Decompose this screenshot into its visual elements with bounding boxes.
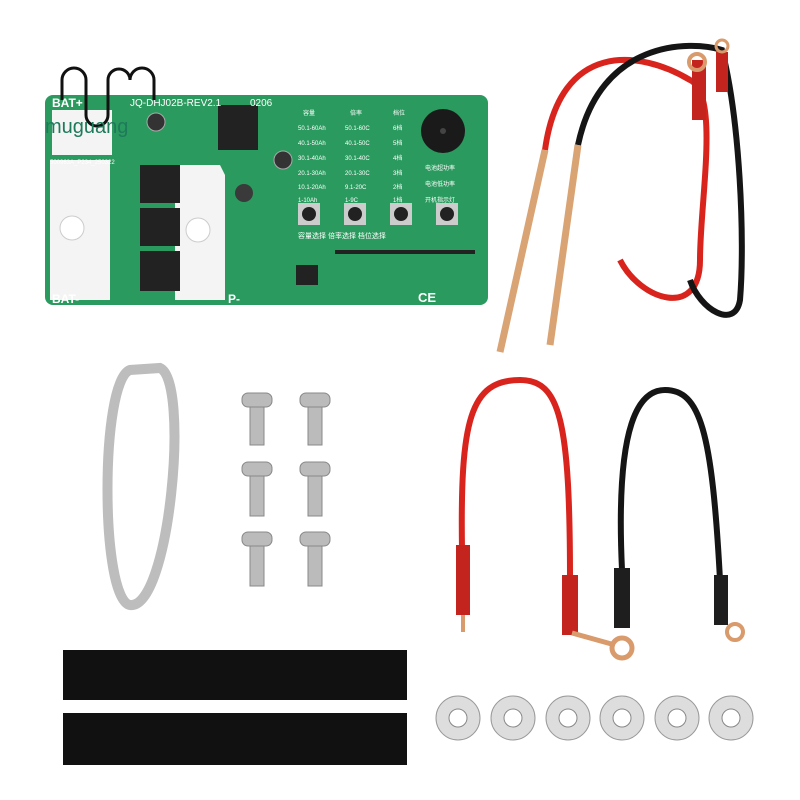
svg-text:4档: 4档 (393, 154, 402, 162)
svg-text:10.1-20Ah: 10.1-20Ah (298, 185, 326, 191)
red-cable (456, 376, 635, 661)
svg-text:50.1-60Ah: 50.1-60Ah (298, 126, 326, 132)
svg-text:倍率: 倍率 (350, 109, 362, 117)
capacity-column: 容量 50.1-60Ah 40.1-50Ah 30.1-40Ah 20.1-30… (298, 109, 326, 204)
svg-text:档位: 档位 (393, 109, 405, 117)
watermark-text: muguang (45, 116, 128, 138)
svg-text:30.1-40C: 30.1-40C (345, 156, 370, 162)
spot-welder-pcb: BAT+ BAT- P- JQ-DHJ02B-REV2.1 0206 50096… (45, 95, 488, 306)
gear-column: 档位 6档 5档 4档 3档 2档 1档 (393, 109, 405, 204)
svg-text:开机指示灯: 开机指示灯 (425, 196, 455, 204)
bat-plus-label: BAT+ (52, 96, 83, 110)
svg-text:容量: 容量 (303, 109, 315, 117)
svg-text:5档: 5档 (393, 139, 402, 147)
svg-text:2档: 2档 (393, 183, 402, 191)
welding-pens (496, 38, 745, 353)
mosfets (140, 105, 258, 291)
model-label: JQ-DHJ02B-REV2.1 (130, 98, 222, 109)
button-labels: 容量选择 倍率选择 档位选择 (298, 231, 386, 240)
svg-text:1档: 1档 (393, 196, 402, 204)
svg-text:40.1-50Ah: 40.1-50Ah (298, 141, 326, 147)
svg-text:6档: 6档 (393, 124, 402, 132)
serial-label: 500963A_P234_250322 (50, 160, 115, 166)
svg-text:电池超功率: 电池超功率 (425, 164, 455, 172)
svg-text:50.1-60C: 50.1-60C (345, 126, 370, 132)
flange-nuts (435, 695, 754, 741)
screws (241, 392, 331, 587)
ce-mark: CE (418, 290, 436, 305)
svg-text:20.1-30Ah: 20.1-30Ah (298, 171, 326, 177)
svg-text:40.1-50C: 40.1-50C (345, 141, 370, 147)
black-cable (614, 386, 745, 642)
nickel-strip-roll (102, 362, 180, 610)
rate-column: 倍率 50.1-60C 40.1-50C 30.1-40C 20.1-30C 9… (345, 109, 370, 204)
svg-text:3档: 3档 (393, 169, 402, 177)
bat-minus-label: BAT- (52, 292, 79, 306)
svg-text:20.1-30C: 20.1-30C (345, 171, 370, 177)
svg-text:30.1-40Ah: 30.1-40Ah (298, 156, 326, 162)
svg-text:电池低功率: 电池低功率 (425, 180, 455, 188)
heat-shrink-strip (63, 650, 407, 700)
svg-text:1-9C: 1-9C (345, 198, 359, 204)
code-label: 0206 (250, 98, 273, 109)
heat-shrink-strip (63, 713, 407, 765)
svg-text:1-10Ah: 1-10Ah (298, 198, 317, 204)
indicator-labels: 电池超功率 电池低功率 开机指示灯 (425, 164, 455, 204)
p-minus-label: P- (228, 292, 240, 306)
tact-buttons[interactable] (298, 203, 458, 225)
svg-text:9.1-20C: 9.1-20C (345, 185, 367, 191)
watermark-logo: muguang (45, 66, 156, 138)
